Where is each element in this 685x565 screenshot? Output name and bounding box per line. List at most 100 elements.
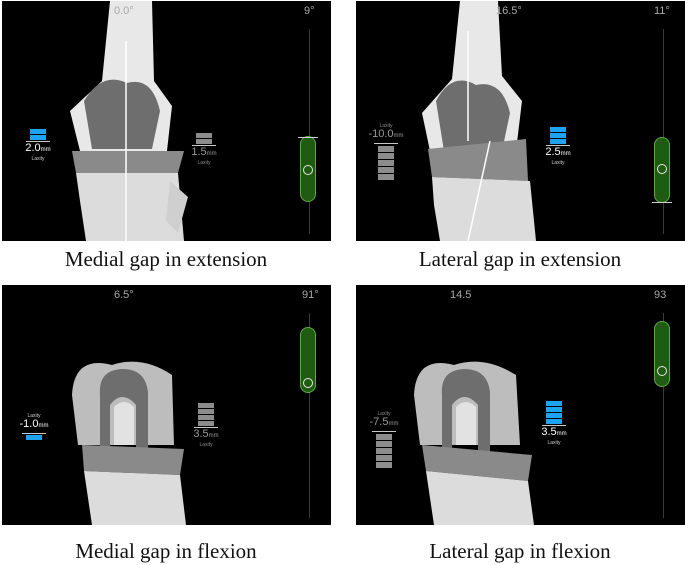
laxity-bar [546, 413, 562, 418]
laxity-bar [550, 133, 566, 138]
laxity-value: 2.0 [25, 142, 41, 154]
flexion-indicator[interactable] [652, 137, 672, 203]
laxity-unit: mm [556, 431, 567, 437]
laxity-unit: mm [208, 433, 219, 439]
laxity-bar [30, 135, 46, 140]
flexion-angle: 11° [654, 5, 670, 17]
lateral-laxity-gauge: 3.5mm Laxity [184, 403, 228, 448]
medial-laxity-gauge: Laxity -10.0mm [364, 123, 408, 180]
knee-panel-medial-flexion: 6.5° 91° Laxity -1.0mm 3.5mm Laxity [2, 285, 331, 525]
flexion-indicator[interactable] [654, 321, 670, 387]
laxity-value: 2.5 [545, 146, 561, 158]
laxity-bar [378, 167, 394, 173]
laxity-unit: mm [206, 151, 217, 157]
laxity-unit: mm [388, 421, 399, 427]
laxity-bar [196, 133, 212, 138]
laxity-value: -7.5 [369, 416, 389, 428]
knee-panel-lateral-flexion: 14.5 93 Laxity -7.5mm 3.5mm Laxity [356, 285, 685, 525]
varus-valgus-angle: 14.5 [450, 289, 472, 301]
gauge-divider [26, 141, 50, 142]
gauge-divider [374, 143, 398, 144]
lateral-laxity-gauge: 2.5mm Laxity [536, 127, 580, 166]
knee-panel-medial-extension: 0.0° 9° 2.0mm Laxity 1.5mm Laxity [2, 1, 331, 241]
laxity-bar [198, 409, 214, 414]
laxity-bar [550, 139, 566, 144]
capsule-tick [652, 202, 672, 203]
laxity-bar [198, 421, 214, 426]
flexion-indicator[interactable] [298, 136, 318, 202]
laxity-label: Laxity [379, 123, 393, 129]
medial-laxity-gauge: 2.0mm Laxity [16, 129, 60, 162]
flexion-track [663, 29, 664, 234]
capsule-tick [298, 137, 318, 138]
flexion-track [309, 313, 310, 518]
laxity-bar [376, 462, 392, 468]
laxity-bar [198, 403, 214, 408]
laxity-label: Laxity [197, 160, 211, 166]
gauge-divider [546, 145, 570, 146]
knee-implant-render [414, 361, 534, 525]
laxity-bar [376, 441, 392, 447]
laxity-unit: mm [40, 147, 51, 153]
laxity-label: Laxity [377, 411, 391, 417]
flexion-track [309, 29, 310, 234]
medial-laxity-gauge: Laxity -7.5mm [362, 411, 406, 468]
medial-laxity-gauge: Laxity -1.0mm [12, 413, 56, 440]
laxity-bar [376, 448, 392, 454]
gauge-divider [192, 145, 216, 146]
panel-caption: Medial gap in flexion [75, 539, 257, 563]
knee-implant-render [70, 1, 188, 241]
laxity-bar [196, 139, 212, 144]
flexion-ring-icon [303, 378, 313, 388]
laxity-bar [546, 419, 562, 424]
gauge-divider [194, 427, 218, 428]
gauge-divider [22, 433, 46, 434]
laxity-label: Laxity [199, 442, 213, 448]
flexion-angle: 9° [304, 5, 315, 17]
laxity-label: Laxity [551, 160, 565, 166]
laxity-bar [26, 435, 42, 440]
flexion-track [663, 313, 664, 518]
laxity-label: Laxity [547, 440, 561, 446]
laxity-bar [378, 153, 394, 159]
flexion-ring-icon [657, 366, 667, 376]
laxity-bar [378, 146, 394, 152]
laxity-label: Laxity [27, 413, 41, 419]
panel-caption: Lateral gap in extension [418, 247, 622, 271]
panel-caption: Lateral gap in flexion [429, 539, 611, 563]
panel-caption: Medial gap in extension [64, 247, 268, 271]
laxity-unit: mm [560, 151, 571, 157]
flexion-angle: 91° [302, 289, 319, 301]
laxity-value: -1.0 [19, 418, 39, 430]
laxity-bar [30, 129, 46, 134]
laxity-bar [376, 455, 392, 461]
laxity-bar [376, 434, 392, 440]
flexion-angle: 93 [654, 289, 667, 301]
laxity-value: 1.5 [191, 146, 207, 158]
knee-implant-render [72, 361, 186, 525]
laxity-bar [378, 174, 394, 180]
knee-implant-render [422, 1, 536, 241]
lateral-laxity-gauge: 1.5mm Laxity [182, 133, 226, 166]
flexion-ring-icon [303, 165, 313, 175]
varus-valgus-angle: 0.0° [114, 5, 134, 17]
laxity-value: 3.5 [193, 428, 209, 440]
laxity-value: -10.0 [368, 128, 394, 140]
lateral-laxity-gauge: 3.5mm Laxity [532, 401, 576, 446]
varus-valgus-angle: 6.5° [114, 289, 134, 301]
varus-valgus-angle: 16.5° [496, 5, 522, 17]
laxity-value: 3.5 [541, 426, 557, 438]
laxity-bar [378, 160, 394, 166]
laxity-bar [546, 407, 562, 412]
gauge-divider [372, 431, 396, 432]
laxity-bar [198, 415, 214, 420]
laxity-bar [546, 401, 562, 406]
laxity-unit: mm [393, 133, 404, 139]
laxity-label: Laxity [31, 156, 45, 162]
knee-panel-lateral-extension: 16.5° 11° Laxity -10.0mm 2.5mm Laxity [356, 1, 685, 241]
laxity-bar [550, 127, 566, 132]
flexion-ring-icon [657, 164, 667, 174]
gauge-divider [542, 425, 566, 426]
laxity-unit: mm [38, 423, 49, 429]
flexion-indicator[interactable] [300, 327, 316, 393]
